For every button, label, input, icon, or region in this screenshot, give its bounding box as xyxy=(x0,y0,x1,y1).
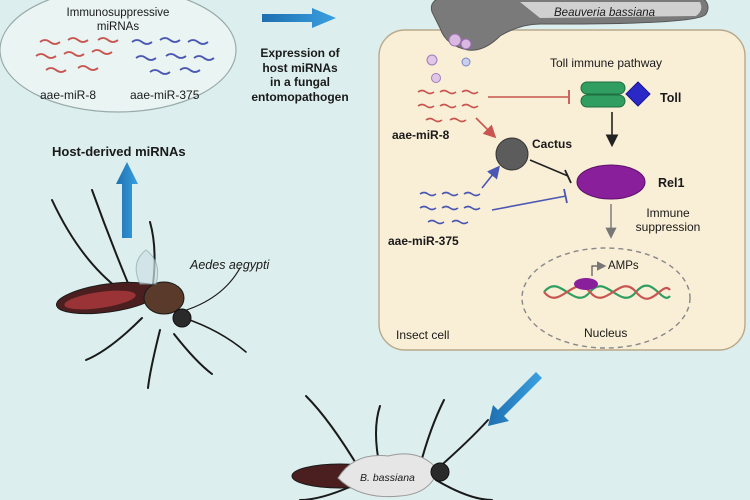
insect-cell-body xyxy=(378,29,746,351)
mosquito-thorax xyxy=(143,281,185,315)
rel1-on-dna xyxy=(574,278,598,290)
fungal-spores xyxy=(426,33,472,83)
mir8-to-cactus xyxy=(475,117,497,139)
mir375-strands xyxy=(131,37,215,75)
arrow-to-fungus xyxy=(262,8,336,28)
mosquito-abdomen-stripe xyxy=(64,290,136,310)
nucleus-boundary xyxy=(521,247,691,349)
immunosuppressive-label: Immunosuppressive miRNAs xyxy=(66,7,170,33)
toll-pathway-label: Toll immune pathway xyxy=(550,56,663,70)
rel1-label: Rel1 xyxy=(658,176,685,190)
host-mirna-ellipse xyxy=(0,0,237,113)
rel1-protein xyxy=(576,164,646,200)
cactus-protein xyxy=(495,137,529,171)
cell-mir8-strands xyxy=(417,89,479,123)
bassiana-bottom-label: B. bassiana xyxy=(360,472,415,484)
cell-mir8-label: aae-miR-8 xyxy=(392,128,450,142)
cactus-label: Cactus xyxy=(532,137,573,151)
host-mir375-label: aae-miR-375 xyxy=(130,88,200,102)
amp-transcription-arrow xyxy=(591,261,607,276)
mosquito-wing xyxy=(135,249,159,285)
mir375-inhibits-rel1 xyxy=(491,195,567,211)
hypha-highlight xyxy=(520,2,702,18)
arrow-to-infected-mosquito xyxy=(488,372,542,426)
cell-mir375-label: aae-miR-375 xyxy=(388,234,459,248)
nucleus-label: Nucleus xyxy=(584,326,628,340)
aedes-aegypti-label: Aedes aegypti xyxy=(190,258,270,272)
expression-label: Expression of host miRNAs in a fungal en… xyxy=(251,46,349,104)
arrow-host-derived xyxy=(116,162,138,238)
cell-mir375-strands xyxy=(419,191,481,225)
insect-cell-label: Insect cell xyxy=(396,328,450,342)
amps-label: AMPs xyxy=(608,260,639,272)
toll-receptor xyxy=(580,81,651,108)
mir8-strands xyxy=(35,37,119,73)
beauveria-label: Beauveria bassiana xyxy=(554,7,656,19)
host-derived-label: Host-derived miRNAs xyxy=(52,144,186,159)
toll-label: Toll xyxy=(660,91,682,105)
immune-suppression-label: Immune suppression xyxy=(635,206,701,234)
dna-helix xyxy=(543,284,671,300)
host-mir8-label: aae-miR-8 xyxy=(40,88,97,102)
infected-head xyxy=(430,462,450,482)
mir375-to-cactus xyxy=(481,165,500,189)
mosquito-head xyxy=(172,308,192,328)
cactus-inhibits-rel1 xyxy=(529,159,569,177)
